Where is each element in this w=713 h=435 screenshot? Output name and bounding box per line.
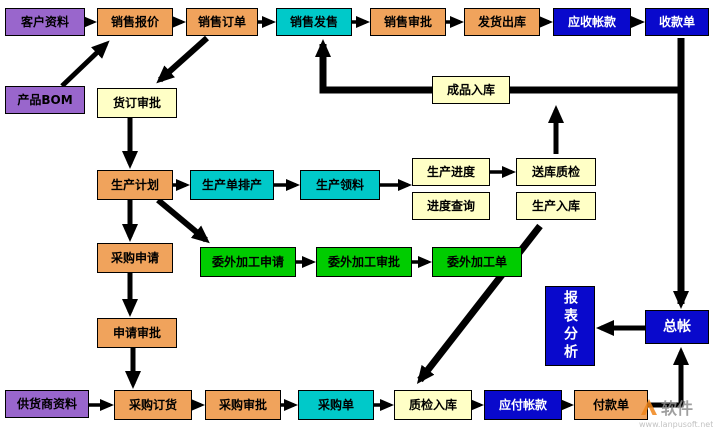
node-order-approval: 货订审批 [97,88,177,118]
node-purchase-order: 采购订货 [114,390,192,420]
node-warehouse-qc: 送库质检 [516,158,596,186]
node-po-note: 采购单 [298,390,374,420]
watermark-name: 软件 [661,399,694,418]
watermark: 软件 www.lanpusoft.net [639,395,713,429]
arrow-finishedgoods-to-salesrelease [315,39,432,94]
node-sales-approval: 销售审批 [370,8,446,36]
node-purchase-approval: 采购审批 [205,390,281,420]
node-receipt-note: 收款单 [645,8,709,36]
arrow-payment-to-ledger [648,347,689,408]
node-product-bom: 产品BOM [5,86,85,114]
node-production-in: 生产入库 [516,192,596,220]
node-outsourcing-request: 委外加工申请 [200,247,296,277]
node-sales-quote: 销售报价 [97,8,173,36]
node-shipment-out: 发货出库 [464,8,540,36]
arrow-bom-to-quote [60,40,110,88]
node-supplier-info: 供货商资料 [5,390,89,418]
node-general-ledger: 总帐 [645,310,709,344]
node-progress-query: 进度查询 [412,192,490,220]
node-accounts-payable: 应付帐款 [484,390,562,420]
node-production-plan: 生产计划 [97,170,173,200]
node-finished-goods-in: 成品入库 [432,76,510,104]
node-report-analysis: 报表分析 [545,286,595,366]
node-request-approval: 申请审批 [97,318,177,348]
node-customer-info: 客户资料 [5,8,85,36]
arrow-salesorder-to-orderapproval [156,35,209,84]
node-production-progress: 生产进度 [412,158,490,186]
node-outsourcing-approval: 委外加工审批 [316,247,412,277]
watermark-logo-icon [641,399,657,415]
node-production-picking: 生产领料 [300,170,380,200]
node-outsourcing-order: 委外加工单 [432,247,522,277]
node-production-scheduling: 生产单排产 [190,170,274,200]
node-sales-release: 销售发售 [276,8,352,36]
node-payment-note: 付款单 [574,390,648,420]
node-purchase-request: 采购申请 [97,243,173,273]
node-accounts-receivable: 应收帐款 [553,8,631,36]
node-sales-order: 销售订单 [186,8,258,36]
arrow-plan-to-outsourcing [156,197,210,244]
watermark-url: www.lanpusoft.net [639,420,713,429]
node-qc-in: 质检入库 [394,390,472,420]
